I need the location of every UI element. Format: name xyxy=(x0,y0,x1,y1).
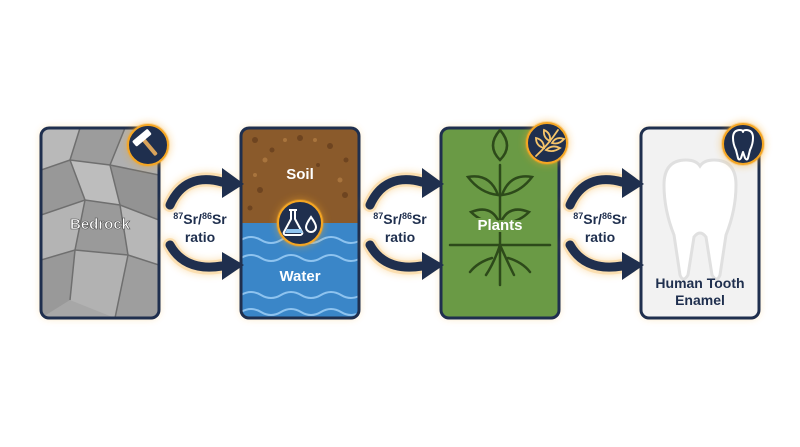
ratio-label-3: 87Sr/86Sr ratio xyxy=(573,211,627,245)
ratio-base-sr: Sr/ xyxy=(183,211,202,227)
ratio-sup-86: 86 xyxy=(202,211,212,221)
plants-label: Plants xyxy=(477,217,522,234)
hammer-icon xyxy=(126,123,170,167)
connector-plants-to-enamel xyxy=(563,168,644,280)
svg-text:87Sr/86Sr: 87Sr/86Sr xyxy=(373,211,427,227)
bedrock-label: Bedrock xyxy=(70,216,131,233)
tooth-icon xyxy=(721,122,765,166)
svg-text:87Sr/86Sr: 87Sr/86Sr xyxy=(573,211,627,227)
ratio-base-sr2: Sr xyxy=(412,211,427,227)
ratio-sup-87: 87 xyxy=(173,211,183,221)
ratio-base-sr2: Sr xyxy=(212,211,227,227)
ratio-label-1: 87Sr/86Sr ratio xyxy=(173,211,227,245)
water-label: Water xyxy=(279,268,320,285)
plants-panel: Plants xyxy=(439,126,561,320)
ratio-base-sr: Sr/ xyxy=(383,211,402,227)
ratio-sup-87: 87 xyxy=(373,211,383,221)
svg-text:87Sr/86Sr: 87Sr/86Sr xyxy=(173,211,227,227)
ratio-sup-86: 86 xyxy=(402,211,412,221)
leaf-sprig-icon xyxy=(525,121,569,165)
flask-droplet-icon xyxy=(276,199,324,247)
ratio-base-sr2: Sr xyxy=(612,211,627,227)
soil-label: Soil xyxy=(286,166,314,183)
enamel-panel: Human Tooth Enamel xyxy=(639,126,761,320)
connector-soil-to-plants xyxy=(363,168,444,280)
ratio-sup-87: 87 xyxy=(573,211,583,221)
ratio-word: ratio xyxy=(185,229,215,245)
ratio-word: ratio xyxy=(385,229,415,245)
enamel-label-line2: Enamel xyxy=(675,292,725,308)
ratio-label-2: 87Sr/86Sr ratio xyxy=(373,211,427,245)
ratio-base-sr: Sr/ xyxy=(583,211,602,227)
bedrock-panel: Bedrock xyxy=(39,126,161,320)
ratio-word: ratio xyxy=(585,229,615,245)
connector-bedrock-to-soil xyxy=(163,168,244,280)
ratio-sup-86: 86 xyxy=(602,211,612,221)
enamel-label-line1: Human Tooth xyxy=(655,275,744,291)
